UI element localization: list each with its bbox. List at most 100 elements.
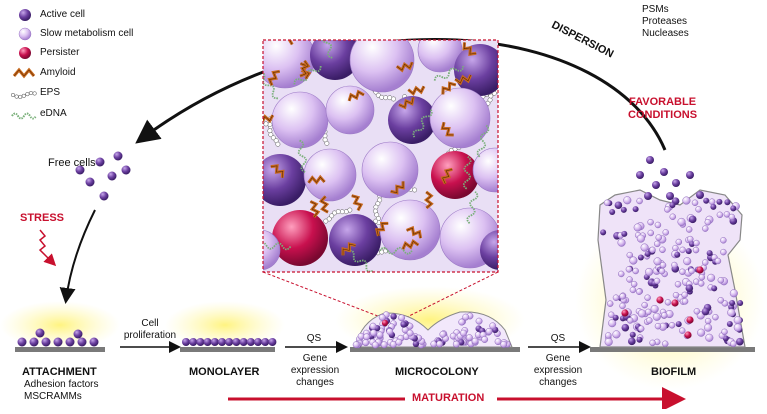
biofilm-cell: [675, 238, 683, 246]
zoom-cell: [325, 85, 375, 135]
biofilm-cell: [636, 336, 643, 343]
biofilm-cell: [621, 323, 630, 332]
legend-label-slow: Slow metabolism cell: [40, 28, 134, 39]
dispersing-cell: [644, 192, 652, 200]
persister-cell: [671, 299, 679, 307]
dispersing-cell: [636, 171, 644, 179]
biofilm-cell: [644, 294, 651, 301]
biofilm-cell: [649, 339, 656, 347]
eps-icon: [10, 90, 37, 99]
microcolony-cell: [500, 340, 508, 348]
dispersing-cell: [660, 168, 668, 176]
zoom-cell: [480, 230, 498, 270]
transition-gene-2: Gene expression changes: [533, 353, 583, 388]
zoom-cell: [417, 40, 463, 73]
monolayer-cell: [239, 338, 248, 346]
biofilm-cell: [687, 235, 694, 243]
biofilm-cell: [672, 244, 679, 252]
biofilm-cell: [736, 337, 744, 346]
biofilm-cell: [701, 259, 709, 266]
biofilm-cell: [608, 311, 615, 319]
biofilm-cell: [720, 248, 727, 256]
biofilm-cell: [644, 250, 651, 257]
biofilm-cell: [729, 299, 736, 306]
monolayer-cell: [268, 338, 277, 346]
biofilm-cell: [647, 218, 654, 226]
biofilm-cell: [633, 223, 642, 232]
microcolony-cell: [398, 314, 406, 322]
biofilm-cell: [630, 280, 638, 288]
biofilm-cell: [629, 331, 636, 338]
microcolony-cell: [376, 331, 384, 339]
monolayer-cell: [254, 338, 262, 346]
biofilm-cell: [704, 219, 712, 226]
zoom-cell: [272, 210, 328, 266]
biofilm-cell: [636, 197, 643, 205]
attached-cell: [65, 337, 75, 347]
biofilm-cell: [628, 337, 636, 346]
zoom-inset: [262, 39, 499, 273]
zoom-cell: [329, 214, 381, 266]
stage-monolayer: MONOLAYER: [189, 366, 260, 378]
biofilm-cell: [672, 291, 680, 299]
microcolony-cell: [363, 333, 371, 341]
biofilm-cell: [669, 202, 676, 209]
dispersing-cell: [686, 171, 694, 179]
microcolony-cell: [406, 329, 414, 337]
monolayer-cell: [196, 338, 205, 346]
legend-icons: [10, 9, 37, 120]
zoom-cell: [472, 147, 498, 193]
biofilm-cell: [608, 319, 617, 328]
biofilm-cell: [658, 267, 666, 275]
biofilm-cell: [688, 267, 695, 275]
microcolony-cell: [475, 317, 483, 325]
zoom-cell: [303, 148, 357, 202]
zoom-cell: [361, 141, 419, 199]
biofilm-cell: [603, 199, 611, 207]
attached-cell: [17, 337, 27, 347]
biofilm-cell: [685, 226, 693, 233]
biofilm-cell: [671, 261, 678, 269]
zoom-cell: [429, 87, 491, 149]
persister-cell: [621, 309, 629, 317]
free-cell: [121, 165, 131, 175]
biofilm-cell: [721, 328, 728, 336]
microcolony-cell: [378, 314, 386, 321]
biofilm-cell: [702, 225, 709, 232]
microcolony-cell: [481, 336, 489, 343]
microcolony-cell: [458, 318, 466, 326]
free-cell: [95, 157, 105, 167]
biofilm-cell: [612, 294, 620, 301]
biofilm-cell: [637, 325, 645, 332]
microcolony-cell: [436, 340, 444, 348]
biofilm-cell: [620, 206, 627, 213]
biofilm-cell: [716, 211, 724, 219]
biofilm-cell: [683, 257, 692, 266]
microcolony-cell: [380, 341, 388, 349]
microcolony-cell: [462, 313, 470, 321]
active-cell-icon: [19, 9, 31, 21]
biofilm-cell: [641, 301, 648, 309]
biofilm-cell: [674, 251, 681, 258]
dispersing-cell: [646, 156, 654, 164]
biofilm-cell: [605, 332, 612, 339]
stress-label: STRESS: [20, 212, 65, 224]
biofilm-cell: [661, 340, 669, 348]
biofilm-cell: [723, 211, 731, 218]
biofilm-cell: [659, 261, 667, 269]
biofilm-cell: [619, 293, 626, 300]
monolayer-cell: [210, 338, 219, 346]
biofilm-cell: [650, 304, 659, 314]
persister-cell: [381, 319, 389, 327]
maturation-label: MATURATION: [412, 392, 485, 404]
biofilm-cell: [698, 274, 706, 281]
transition-proliferation: Cell proliferation: [123, 318, 177, 341]
legend-label-edna: eDNA: [40, 108, 67, 119]
biofilm-cell: [621, 230, 628, 237]
biofilm-cell: [668, 322, 676, 329]
biofilm-cell: [679, 268, 686, 276]
legend-label-eps: EPS: [40, 87, 61, 98]
biofilm-cell: [612, 330, 621, 339]
stage-attachment: ATTACHMENT: [22, 366, 97, 378]
